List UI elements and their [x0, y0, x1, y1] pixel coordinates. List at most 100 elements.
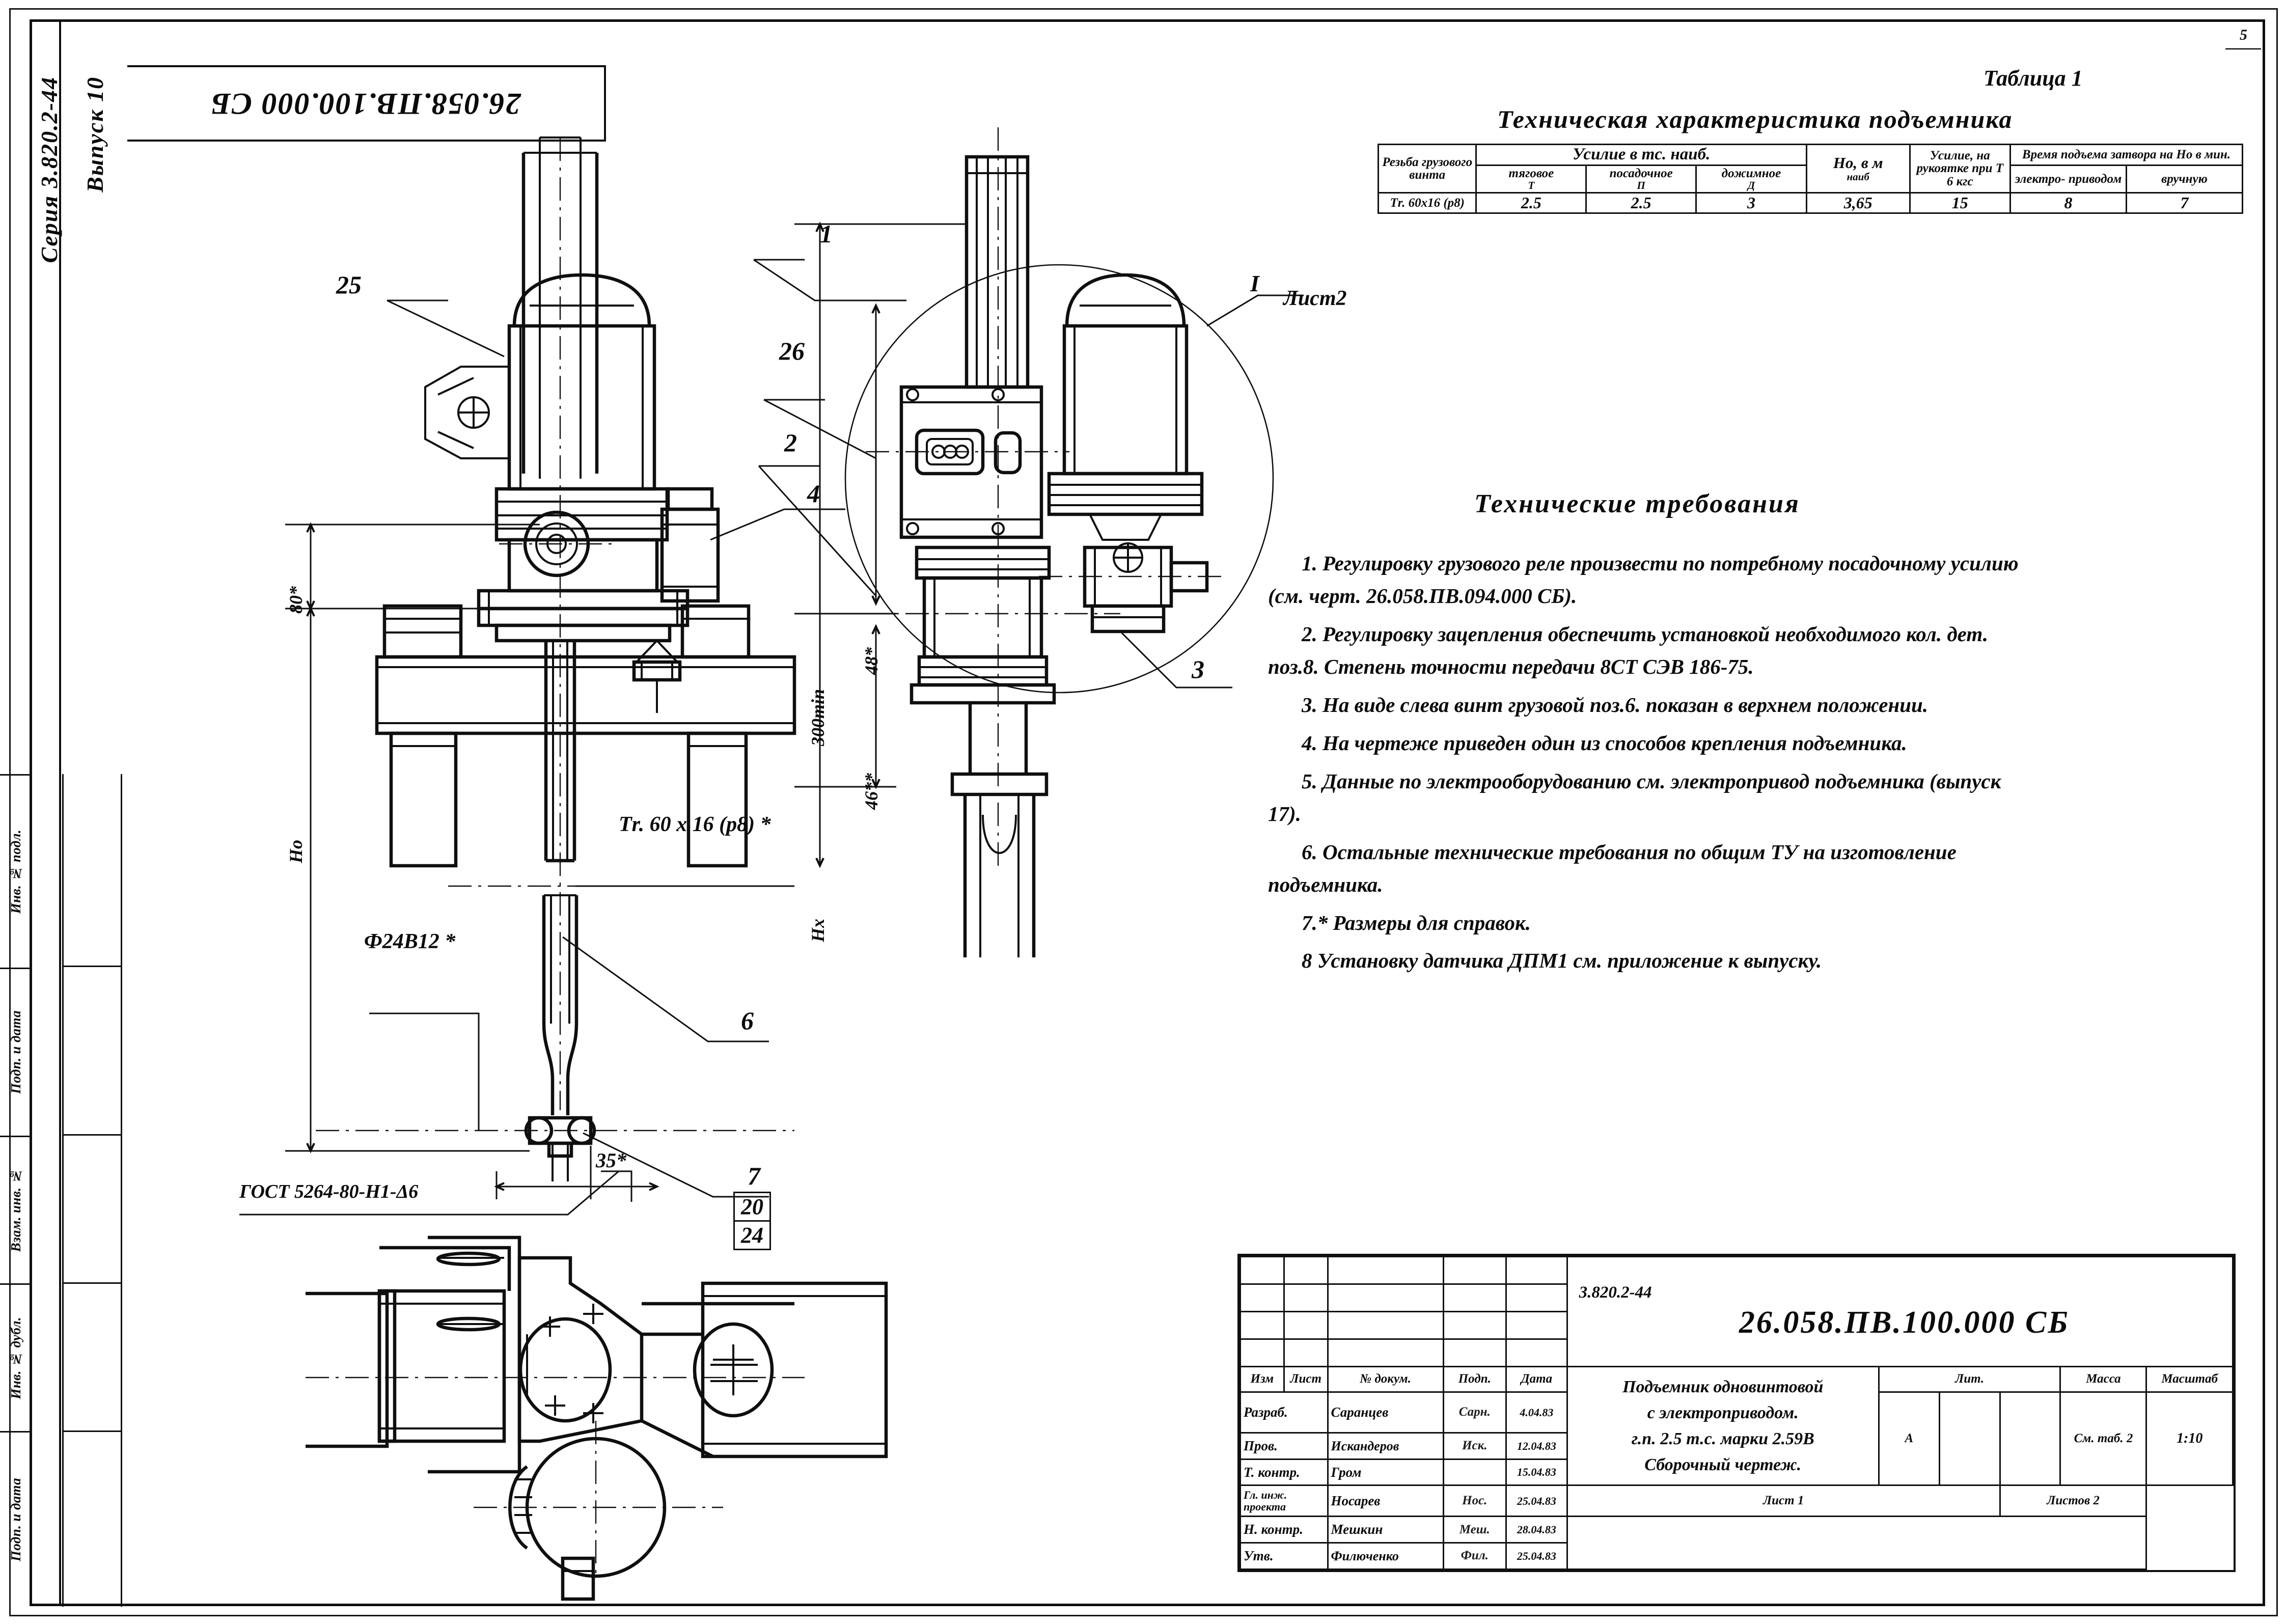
tb-blank [1283, 1255, 1329, 1285]
pos-label-6: 6 [741, 1006, 754, 1035]
title-row-blank-1: 3.820.2-44 26.058.ПВ.100.000 СБ [1240, 1255, 2234, 1368]
name-utv: Филюченко [1327, 1542, 1444, 1570]
th-data: Дата [1505, 1366, 1568, 1393]
pos-label-3: 3 [1192, 655, 1204, 683]
product-name-line-3: г.п. 2.5 т.с. марки 2.59В [1631, 1429, 1814, 1449]
sign-nkontr: Меш. [1442, 1516, 1507, 1544]
title-block: 3.820.2-44 26.058.ПВ.100.000 СБ [1237, 1254, 2236, 1572]
sheets-label: Листов 2 [1999, 1484, 2147, 1518]
tb-blank [1505, 1338, 1568, 1368]
th-scale: Масштаб [2145, 1366, 2234, 1393]
mass-value: См. таб. 2 [2059, 1391, 2147, 1487]
th-manual: вручную [2126, 164, 2243, 194]
title-row-nkontr: Н. контр. Мешкин Меш. 28.04.83 [1240, 1516, 2233, 1570]
th-izm: Изм [1240, 1366, 1285, 1393]
corner-page-number: 5 [2240, 26, 2247, 43]
main-view-front [285, 136, 796, 1199]
margin-cell-3: Инв. № дубл. [0, 1283, 32, 1431]
product-name-line-1: Подъемник одновинтовой [1622, 1378, 1824, 1397]
sheet-outer-frame [9, 8, 2278, 1616]
th-thread: Резьба грузового винта [1377, 143, 1477, 194]
role-utv: Утв. [1240, 1542, 1329, 1570]
scale-value: 1:10 [2145, 1391, 2234, 1487]
pos-label-24: 24 [741, 1223, 763, 1248]
tb-blank [1327, 1311, 1444, 1340]
bottom-detail-view [239, 1170, 888, 1601]
title-row-blank-4 [1240, 1338, 2233, 1368]
table1-data-row: Тr. 60x16 (р8) 2.5 2.5 3 3,65 15 8 7 [1377, 192, 2243, 214]
tech-req-item-5: 5. Данные по электрооборудованию см. эле… [1268, 769, 2001, 825]
th-electro: электро- приводом [2009, 164, 2127, 194]
designation-cell: 3.820.2-44 26.058.ПВ.100.000 СБ [1566, 1255, 2234, 1368]
role-prov: Пров. [1240, 1432, 1329, 1460]
date-glinzh: 25.04.83 [1505, 1484, 1568, 1518]
title-row-utv: Утв. Филюченко Фил. 25.04.83 [1240, 1542, 2233, 1570]
tb-blank [1283, 1283, 1329, 1313]
tb-blank [1442, 1255, 1507, 1285]
th-podp: Подп. [1442, 1366, 1507, 1393]
name-tkontr: Гром [1327, 1458, 1444, 1487]
tb-blank [1283, 1311, 1329, 1340]
date-utv: 25.04.83 [1505, 1542, 1568, 1570]
series-code: 3.820.2-44 [1579, 1283, 1652, 1302]
dim-Hx: Нх [808, 918, 828, 942]
lit-blank-2 [1938, 1391, 2001, 1487]
pos-label-7: 7 [748, 1162, 760, 1190]
td-tyagovoe: 2.5 [1475, 192, 1587, 214]
tb-blank [1327, 1283, 1444, 1313]
left-margin-column [30, 19, 61, 1606]
table1-caption: Таблица 1 [1984, 66, 2083, 91]
tech-req-item-2: 2. Регулировку зацепления обеспечить уст… [1268, 622, 1988, 678]
title-row-tkontr: Т. контр. Гром 15.04.83 [1240, 1458, 2233, 1487]
tb-blank [1240, 1283, 1285, 1313]
table1: Резьба грузового винта Усилие в тс. наиб… [1377, 143, 2243, 214]
gost-weld-callout: ГОСТ 5264-80-Н1-Δ6 [239, 1181, 419, 1202]
tech-requirements-title: Технические требования [1474, 489, 1800, 518]
title-row-blank-2 [1240, 1283, 2233, 1313]
dim-Ho: Но [286, 839, 306, 863]
sign-tkontr [1442, 1458, 1507, 1487]
title-row-blank-3 [1240, 1311, 2233, 1340]
dim-48: 48* [861, 647, 882, 675]
th-handle-force: Усилие, на рукоятке при Т 6 кгс [1909, 143, 2012, 194]
td-usilie: 15 [1909, 192, 2012, 214]
tb-blank [1327, 1338, 1444, 1368]
name-prov: Искандеров [1327, 1432, 1444, 1460]
pos-label-26: 26 [779, 337, 805, 365]
sheet2-ref: Лист2 [1283, 287, 1347, 310]
th-mass: Масса [2059, 1366, 2147, 1393]
diameter-callout: Ф24В12 * [364, 930, 456, 953]
dim-46: 46** [861, 773, 882, 810]
th-lit: Лит. [1878, 1366, 2061, 1393]
name-glinzh: Носарев [1327, 1484, 1444, 1518]
sign-utv: Фил. [1442, 1542, 1507, 1570]
sheet-inner-frame [30, 19, 2265, 1606]
pos-label-4: 4 [807, 479, 820, 508]
td-manual: 7 [2126, 192, 2243, 214]
role-nkontr: Н. контр. [1240, 1516, 1329, 1544]
name-nkontr: Мешкин [1327, 1516, 1444, 1544]
product-name-line-2: с электроприводом. [1647, 1403, 1799, 1423]
td-ho: 3,65 [1805, 192, 1911, 214]
td-thread: Тr. 60x16 (р8) [1377, 192, 1477, 214]
margin-cell-2: Взам. инв. № [0, 1136, 32, 1283]
pos-label-25: 25 [336, 270, 362, 299]
tech-req-item-4: 4. На чертеже приведен один из способов … [1302, 731, 1907, 755]
margin-cell-0: Инв. № подл. [0, 774, 32, 968]
name-razrab: Саранцев [1327, 1391, 1444, 1434]
dim-300min: 300min [808, 689, 828, 746]
table1-header-row-1: Резьба грузового винта Усилие в тс. наиб… [1377, 143, 2243, 194]
tech-req-item-1: 1. Регулировку грузового реле произвести… [1268, 552, 2019, 608]
margin-cell-1: Подп. и дата [0, 968, 32, 1136]
sign-razrab: Сарн. [1442, 1391, 1507, 1434]
tb-blank [1505, 1283, 1568, 1313]
role-tkontr: Т. контр. [1240, 1458, 1329, 1487]
date-prov: 12.04.83 [1505, 1432, 1568, 1460]
tech-req-item-6: 6. Остальные технические требования по о… [1268, 840, 1957, 896]
td-dozhimnoe: 3 [1695, 192, 1807, 214]
table1-title: Техническая характеристика подъемника [1497, 105, 2013, 133]
